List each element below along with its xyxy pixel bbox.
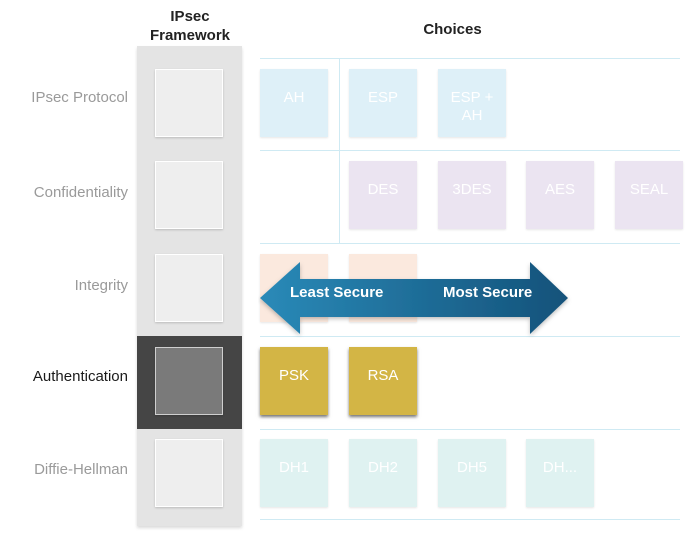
row-label-diffie-hellman: Diffie-Hellman xyxy=(34,461,128,478)
framework-slot-authentication[interactable] xyxy=(155,347,223,415)
choice-seal[interactable]: SEAL xyxy=(615,161,683,229)
grid-line xyxy=(260,336,680,337)
row-label-authentication: Authentication xyxy=(32,368,128,385)
grid-divider xyxy=(339,58,340,243)
choices-header: Choices xyxy=(423,21,482,38)
choice-3des[interactable]: 3DES xyxy=(438,161,506,229)
grid-line xyxy=(260,429,680,430)
choice-ah[interactable]: AH xyxy=(260,69,328,137)
most-secure-label: Most Secure xyxy=(443,284,533,301)
choice-esp-ah[interactable]: ESP + AH xyxy=(438,69,506,137)
choice-rsa[interactable]: RSA xyxy=(349,347,417,415)
framework-slot-ipsec-protocol[interactable] xyxy=(155,69,223,137)
row-label-confidentiality: Confidentiality xyxy=(33,184,128,201)
grid-line xyxy=(260,150,680,151)
framework-header: IPsec Framework xyxy=(149,8,231,44)
choice-dh2[interactable]: DH2 xyxy=(349,439,417,507)
grid-line xyxy=(260,519,680,520)
choice-dh-more[interactable]: DH... xyxy=(526,439,594,507)
grid-line xyxy=(260,243,680,244)
choice-psk[interactable]: PSK xyxy=(260,347,328,415)
framework-slot-diffie-hellman[interactable] xyxy=(155,439,223,507)
choice-des[interactable]: DES xyxy=(349,161,417,229)
security-scale-arrow xyxy=(260,262,568,334)
choice-aes[interactable]: AES xyxy=(526,161,594,229)
grid-line xyxy=(260,58,680,59)
choice-esp[interactable]: ESP xyxy=(349,69,417,137)
framework-slot-confidentiality[interactable] xyxy=(155,161,223,229)
choice-dh1[interactable]: DH1 xyxy=(260,439,328,507)
framework-slot-integrity[interactable] xyxy=(155,254,223,322)
row-label-ipsec-protocol: IPsec Protocol xyxy=(31,89,128,106)
choice-dh5[interactable]: DH5 xyxy=(438,439,506,507)
least-secure-label: Least Secure xyxy=(290,284,384,301)
row-label-integrity: Integrity xyxy=(74,277,128,294)
